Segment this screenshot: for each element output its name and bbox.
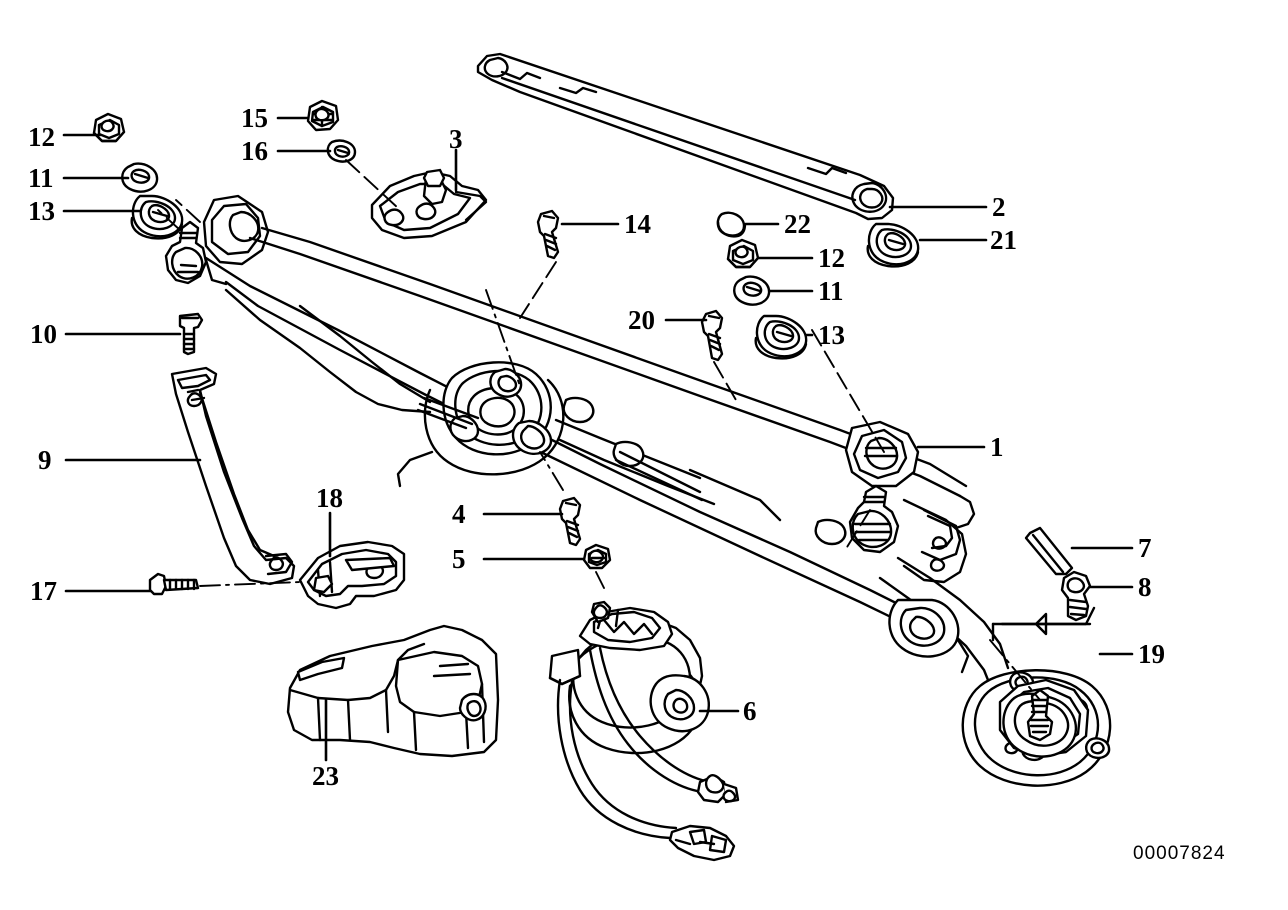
part-13-bushing-right [754,314,808,360]
callout-2[interactable]: 2 [992,192,1006,222]
callout-5[interactable]: 5 [452,544,466,574]
part-4-screw [558,496,582,547]
part-7-roll-pin [1024,526,1074,576]
callout-19[interactable]: 19 [1138,639,1165,669]
callout-15[interactable]: 15 [241,103,268,133]
part-20-screw [700,309,724,362]
part-12-nut-left [92,112,126,143]
callout-22[interactable]: 22 [784,209,811,239]
part-11-washer-left [121,162,159,193]
part-18-clip [298,540,406,610]
callout-20[interactable]: 20 [628,305,655,335]
callout-7[interactable]: 7 [1138,533,1152,563]
part-3-bracket [370,168,488,240]
callout-18[interactable]: 18 [316,483,343,513]
callout-11[interactable]: 11 [28,163,54,193]
callout-23[interactable]: 23 [312,761,339,791]
part-9-support-bracket [170,366,296,586]
callout-8[interactable]: 8 [1138,572,1152,602]
callout-12[interactable]: 12 [28,122,55,152]
callout-1[interactable]: 1 [990,432,1004,462]
callout-leaders [62,116,1134,762]
callout-12-right[interactable]: 12 [818,243,845,273]
part-12-nut-right [726,238,760,269]
callout-13[interactable]: 13 [28,196,55,226]
diagram-part-number: 00007824 [1133,843,1226,864]
callout-6[interactable]: 6 [743,696,757,726]
part-13-bushing-left [130,194,184,240]
part-15-nut [306,99,340,132]
part-10-screw [178,312,204,356]
part-6-wiper-motor [548,600,740,862]
part-16-washer [326,139,357,163]
callout-4[interactable]: 4 [452,499,466,529]
part-14-screw [536,209,560,260]
part-23-motor-cover [286,624,500,758]
part-8-bolt [1060,570,1092,622]
callout-3[interactable]: 3 [449,124,463,154]
part-5-nut [582,543,612,570]
part-22-spacer [716,211,747,238]
callout-10[interactable]: 10 [30,319,57,349]
part-19-pivot-housing [961,669,1112,787]
callout-16[interactable]: 16 [241,136,268,166]
part-21-bushing [866,222,920,268]
part-connecting-rod-upper [476,52,895,221]
callout-14[interactable]: 14 [624,209,651,239]
callout-11-right[interactable]: 11 [818,276,844,306]
callout-21[interactable]: 21 [990,225,1017,255]
callout-9[interactable]: 9 [38,445,52,475]
part-wiper-linkage-frame [164,194,1010,692]
callout-17[interactable]: 17 [30,576,57,606]
callout-13-right[interactable]: 13 [818,320,845,350]
part-11-washer-right [733,275,771,306]
part-17-bolt [148,572,200,596]
